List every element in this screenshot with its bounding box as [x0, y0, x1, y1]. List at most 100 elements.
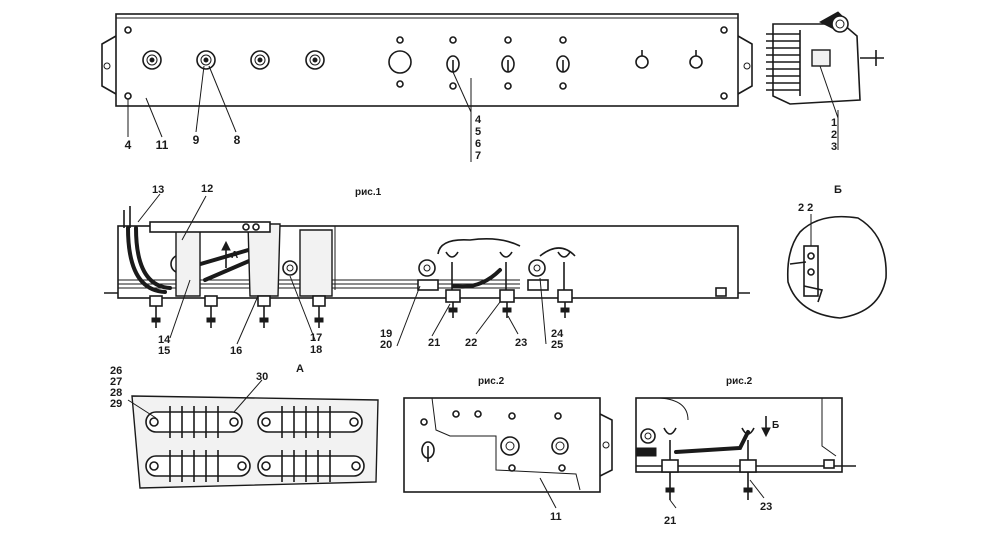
leader-11-fig2 [539, 477, 557, 509]
callout-15: 15 [158, 345, 170, 357]
fig2-section-outline [431, 397, 581, 491]
bottom-connector-2 [204, 295, 218, 328]
callout-21-fig2: 21 [664, 515, 676, 527]
callout-6-stack: 6 [475, 138, 481, 150]
callout-17: 17 [310, 332, 322, 344]
terminal-block-3 [145, 450, 251, 482]
heat-sink-fins [766, 30, 801, 96]
fig2-section-view: рис.2 Б 21 23 [635, 376, 856, 527]
bottom-connector-4 [312, 295, 326, 328]
callout-3: 3 [831, 141, 837, 153]
indicator-window [388, 50, 412, 74]
terminal-block-4 [257, 450, 365, 482]
callout-14: 14 [158, 334, 171, 346]
fig2-switch-assembly-1 [640, 427, 679, 500]
callout-9: 9 [193, 133, 200, 147]
leader-26-29 [127, 399, 157, 419]
terminal-strip [149, 221, 271, 233]
socket-3 [250, 50, 270, 70]
fig2-switch-assembly-2 [739, 427, 757, 500]
callout-19: 19 [380, 328, 392, 340]
switch-wire-loop-1 [437, 238, 521, 255]
caption-view-b: Б [834, 184, 842, 196]
fig2-cable-entry [635, 447, 657, 457]
callout-24: 24 [551, 328, 564, 340]
socket-1 [142, 50, 162, 70]
terminal-block-2 [257, 406, 363, 438]
side-knob [831, 15, 849, 33]
fig2-mounting-ear [599, 413, 613, 477]
callout-20: 20 [380, 339, 392, 351]
callout-26: 26 [110, 365, 122, 377]
socket-2 [196, 50, 216, 70]
keyhole-knob-2 [689, 50, 703, 69]
callout-12: 12 [201, 183, 213, 195]
fig2-toggle-switch [421, 441, 435, 462]
panel-screw-tl [124, 26, 132, 34]
caption-fig1: рис.1 [355, 187, 382, 198]
arrow-label-a: А [231, 250, 238, 261]
leader-9 [195, 65, 205, 133]
callout-8: 8 [234, 133, 241, 147]
callout-11-fig2: 11 [550, 511, 562, 523]
relay-block-3 [299, 229, 333, 297]
leader-17-18 [289, 275, 316, 341]
keyhole-knob-1 [635, 50, 649, 69]
right-ear-hole [743, 62, 751, 70]
callout-16: 16 [230, 345, 242, 357]
leader-22 [475, 301, 501, 335]
leader-16 [236, 295, 259, 345]
leader-21-fig2 [669, 499, 677, 509]
section-view: А [104, 183, 750, 357]
fig2-socket-1 [500, 436, 520, 456]
side-terminal [811, 49, 831, 67]
toggle-switch-2 [501, 36, 515, 90]
fig2-chassis-foot [823, 459, 835, 469]
leader-14-15 [169, 279, 191, 339]
caption-fig2-right: рис.2 [726, 376, 753, 387]
arrow-label-b: Б [772, 420, 779, 431]
callout-28: 28 [110, 387, 122, 399]
callout-21: 21 [428, 337, 440, 349]
callout-2: 2 [831, 129, 837, 141]
leader-13 [137, 193, 161, 223]
switch-assembly-3 [527, 251, 573, 318]
panel-screw-bl [124, 92, 132, 100]
chassis-foot [715, 287, 727, 297]
switch-wire-loop-2 [539, 247, 576, 257]
terminal-block-1 [145, 406, 243, 438]
leader-1-3 [819, 65, 839, 119]
side-view: 1 2 3 [766, 11, 884, 153]
switch-assembly-1 [417, 251, 461, 318]
callout-18: 18 [310, 344, 322, 356]
leader-8 [208, 65, 237, 133]
leader-30 [233, 379, 263, 413]
callout-4-stack: 4 [475, 114, 482, 126]
socket-4 [305, 50, 325, 70]
caption-view-a: А [296, 363, 304, 375]
leader-23 [507, 315, 519, 335]
callout-29: 29 [110, 398, 122, 410]
relay-block-2 [247, 223, 281, 297]
callout-5-stack: 5 [475, 126, 481, 138]
caption-fig2-left: рис.2 [478, 376, 505, 387]
callout-22-detail: 2 2 [798, 202, 813, 214]
toggle-switch-3 [556, 36, 570, 90]
switch-assembly-2 [499, 251, 515, 318]
callout-7-stack: 7 [475, 150, 481, 162]
right-mounting-ear [737, 35, 753, 95]
leader-24-25 [539, 277, 547, 345]
panel-screw-tr [720, 26, 728, 34]
front-panel-plate [115, 13, 739, 107]
leader-4-7-branch [452, 71, 472, 113]
fig2-front-panel: рис.2 11 [403, 376, 613, 523]
bottom-connector-3 [257, 295, 271, 328]
detail-b-outline [786, 215, 887, 319]
callout-11: 11 [156, 138, 169, 152]
callout-1: 1 [831, 117, 837, 129]
callout-25: 25 [551, 339, 563, 351]
inner-socket-2 [282, 260, 298, 276]
callout-4: 4 [125, 138, 132, 152]
callout-23: 23 [515, 337, 527, 349]
